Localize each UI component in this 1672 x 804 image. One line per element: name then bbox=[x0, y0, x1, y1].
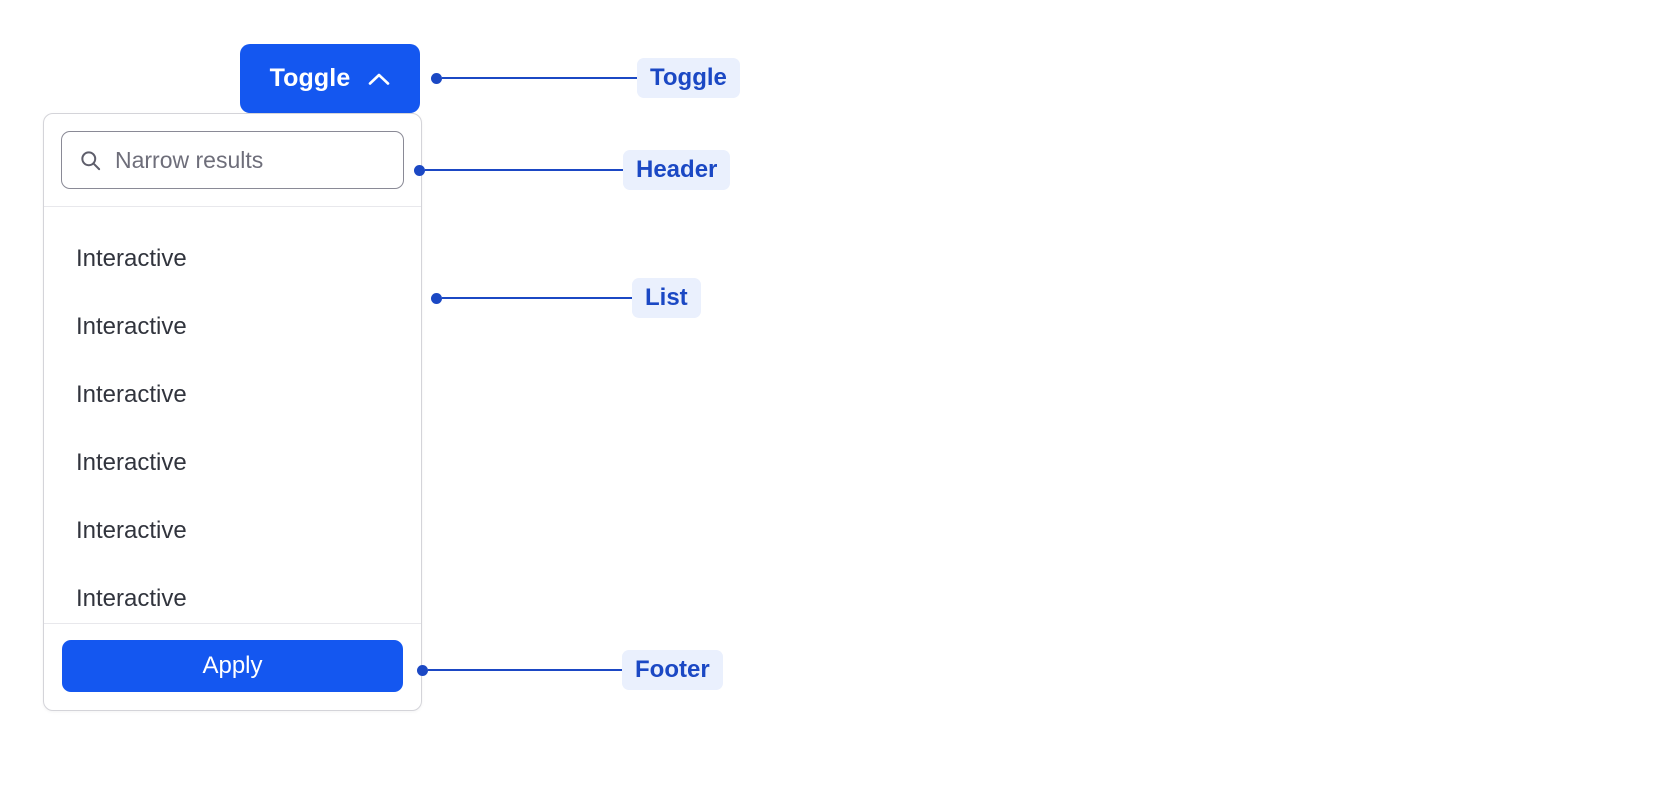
dropdown-panel: Interactive Interactive Interactive Inte… bbox=[43, 113, 422, 711]
toggle-button-label: Toggle bbox=[269, 64, 351, 92]
list-item-label: Interactive bbox=[76, 517, 187, 544]
annotation-dot-icon bbox=[431, 72, 442, 84]
list-item[interactable]: Interactive bbox=[44, 429, 421, 497]
list-item-label: Interactive bbox=[76, 313, 187, 340]
annotation-label: Toggle bbox=[637, 58, 740, 98]
annotation-leader-line bbox=[428, 669, 622, 671]
list-item-label: Interactive bbox=[76, 245, 187, 272]
annotation-label: Header bbox=[623, 150, 731, 190]
chevron-up-icon bbox=[368, 72, 390, 86]
list-item-label: Interactive bbox=[76, 381, 187, 408]
annotation-leader-line bbox=[442, 77, 637, 79]
toggle-button[interactable]: Toggle bbox=[240, 44, 420, 113]
list-item[interactable]: Interactive bbox=[44, 565, 421, 623]
annotation-leader-line bbox=[425, 169, 623, 171]
dropdown-footer: Apply bbox=[44, 624, 421, 710]
annotation-dot-icon bbox=[431, 292, 442, 304]
list-item-label: Interactive bbox=[76, 449, 187, 476]
apply-button[interactable]: Apply bbox=[62, 640, 403, 692]
list-item[interactable]: Interactive bbox=[44, 361, 421, 429]
dropdown-header bbox=[44, 114, 421, 207]
list-item-label: Interactive bbox=[76, 585, 187, 612]
annotation-dot-icon bbox=[417, 664, 428, 676]
annotation-label: Footer bbox=[622, 650, 723, 690]
annotation-dot-icon bbox=[414, 164, 425, 176]
dropdown-list: Interactive Interactive Interactive Inte… bbox=[44, 207, 421, 624]
search-icon bbox=[79, 149, 102, 172]
apply-button-label: Apply bbox=[202, 652, 263, 679]
list-item[interactable]: Interactive bbox=[44, 293, 421, 361]
search-input[interactable] bbox=[115, 146, 386, 174]
list-item[interactable]: Interactive bbox=[44, 497, 421, 565]
list-item[interactable]: Interactive bbox=[44, 225, 421, 293]
annotation-label: List bbox=[632, 278, 701, 318]
annotation-leader-line bbox=[442, 297, 632, 299]
search-box[interactable] bbox=[61, 131, 404, 189]
